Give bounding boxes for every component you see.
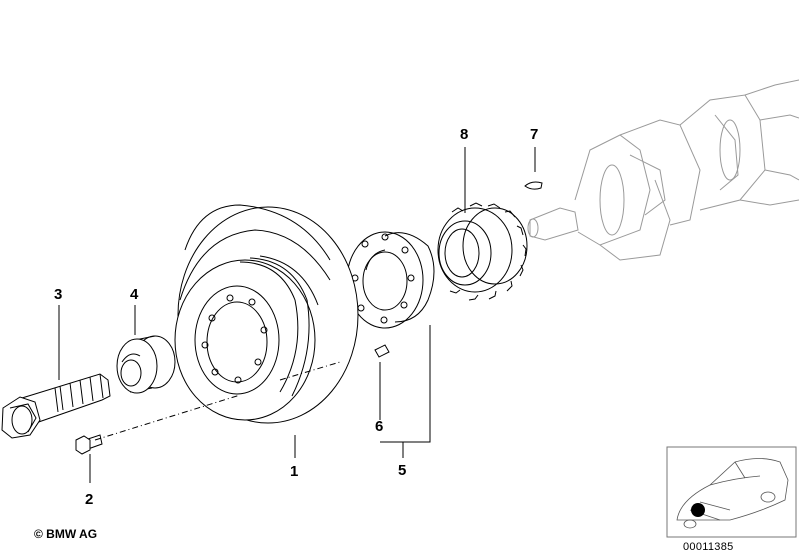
callout-7: 7 (530, 126, 539, 143)
car-outline (676, 458, 789, 529)
copyright-notice: © BMW AG (34, 527, 98, 541)
part-2-small-bolt (75, 434, 103, 483)
alignment-lines (94, 361, 341, 441)
crankshaft (527, 79, 799, 261)
callout-6: 6 (375, 418, 384, 435)
callout-2: 2 (85, 491, 94, 508)
callout-3: 3 (54, 286, 63, 303)
part-7-woodruff-key (524, 147, 543, 190)
part-5-hub (346, 231, 435, 329)
callout-4: 4 (130, 286, 139, 303)
part-1-vibration-damper (174, 204, 359, 458)
part-3-bolt (1, 305, 111, 439)
vehicle-locator-thumbnail (666, 446, 797, 538)
document-number: 00011385 (683, 541, 734, 553)
part-8-sprocket (437, 147, 528, 301)
callout-1: 1 (290, 463, 299, 480)
callout-8: 8 (460, 126, 469, 143)
callout-5: 5 (398, 462, 407, 479)
callout-5-bracket (380, 325, 431, 458)
location-marker (691, 503, 705, 517)
part-6-dowel-pin (374, 344, 390, 420)
part-4-spacer (116, 305, 176, 394)
